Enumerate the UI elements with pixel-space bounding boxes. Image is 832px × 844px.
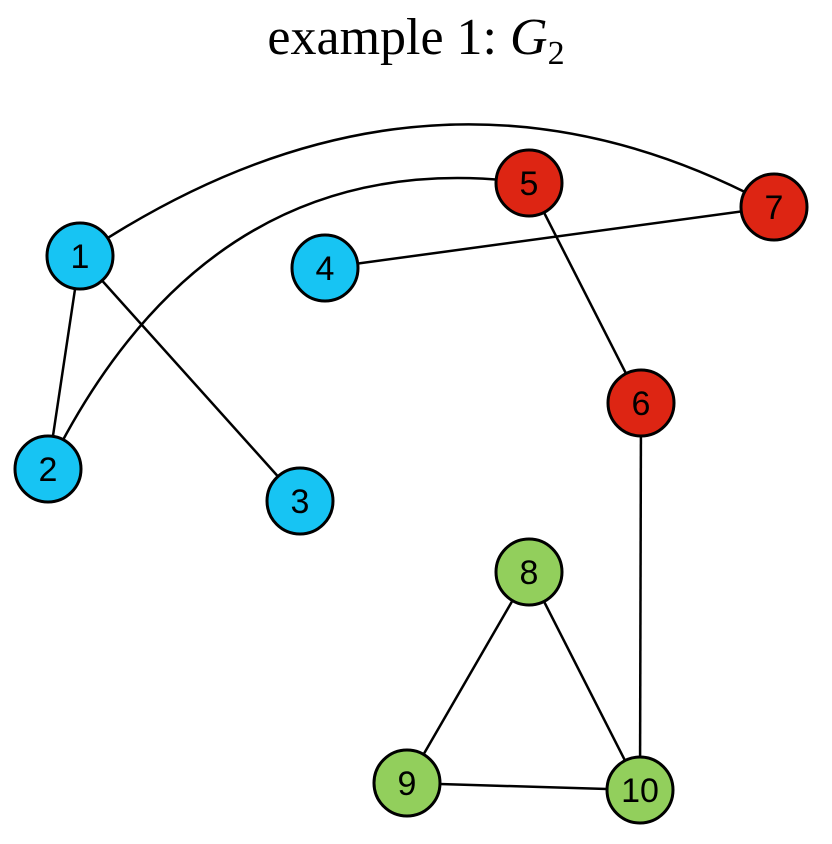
edge-8-10	[527, 571, 642, 791]
node-1: 1	[45, 221, 115, 291]
node-label-7: 7	[765, 189, 784, 227]
node-circle-6	[606, 368, 676, 438]
edge-6-10	[638, 402, 643, 791]
node-circle-9	[372, 748, 442, 818]
node-label-2: 2	[39, 451, 58, 489]
node-4: 4	[290, 233, 360, 303]
title-subscript: 2	[547, 35, 565, 72]
node-8: 8	[494, 537, 564, 607]
diagram-title: example 1: G2	[0, 8, 832, 71]
edge-2-5	[46, 176, 530, 470]
title-symbol: G	[510, 9, 548, 66]
node-circle-8	[494, 537, 564, 607]
node-circle-5	[494, 148, 564, 218]
node-7: 7	[739, 172, 809, 242]
edge-1-7	[79, 123, 775, 258]
node-circle-7	[739, 172, 809, 242]
title-prefix: example 1:	[267, 9, 511, 66]
node-6: 6	[606, 368, 676, 438]
node-3: 3	[265, 466, 335, 536]
edge-9-10	[406, 781, 641, 792]
node-label-1: 1	[71, 238, 90, 276]
node-label-3: 3	[291, 483, 310, 521]
node-label-9: 9	[398, 765, 417, 803]
node-5: 5	[494, 148, 564, 218]
edges-layer	[46, 123, 775, 792]
edge-8-9	[405, 571, 531, 784]
node-circle-10	[605, 755, 675, 825]
node-label-6: 6	[632, 385, 651, 423]
node-label-8: 8	[520, 554, 539, 592]
node-label-10: 10	[621, 772, 659, 810]
node-10: 10	[605, 755, 675, 825]
node-circle-4	[290, 233, 360, 303]
node-circle-3	[265, 466, 335, 536]
edge-1-3	[79, 255, 301, 502]
edge-1-2	[46, 255, 82, 470]
node-circle-1	[45, 221, 115, 291]
node-label-4: 4	[316, 250, 335, 288]
edge-4-7	[324, 205, 775, 270]
nodes-layer: 1 2 3 4 5 6 7 8 9 10	[13, 148, 809, 825]
node-9: 9	[372, 748, 442, 818]
edge-5-6	[527, 182, 643, 404]
node-label-5: 5	[520, 165, 539, 203]
node-circle-2	[13, 434, 83, 504]
node-2: 2	[13, 434, 83, 504]
